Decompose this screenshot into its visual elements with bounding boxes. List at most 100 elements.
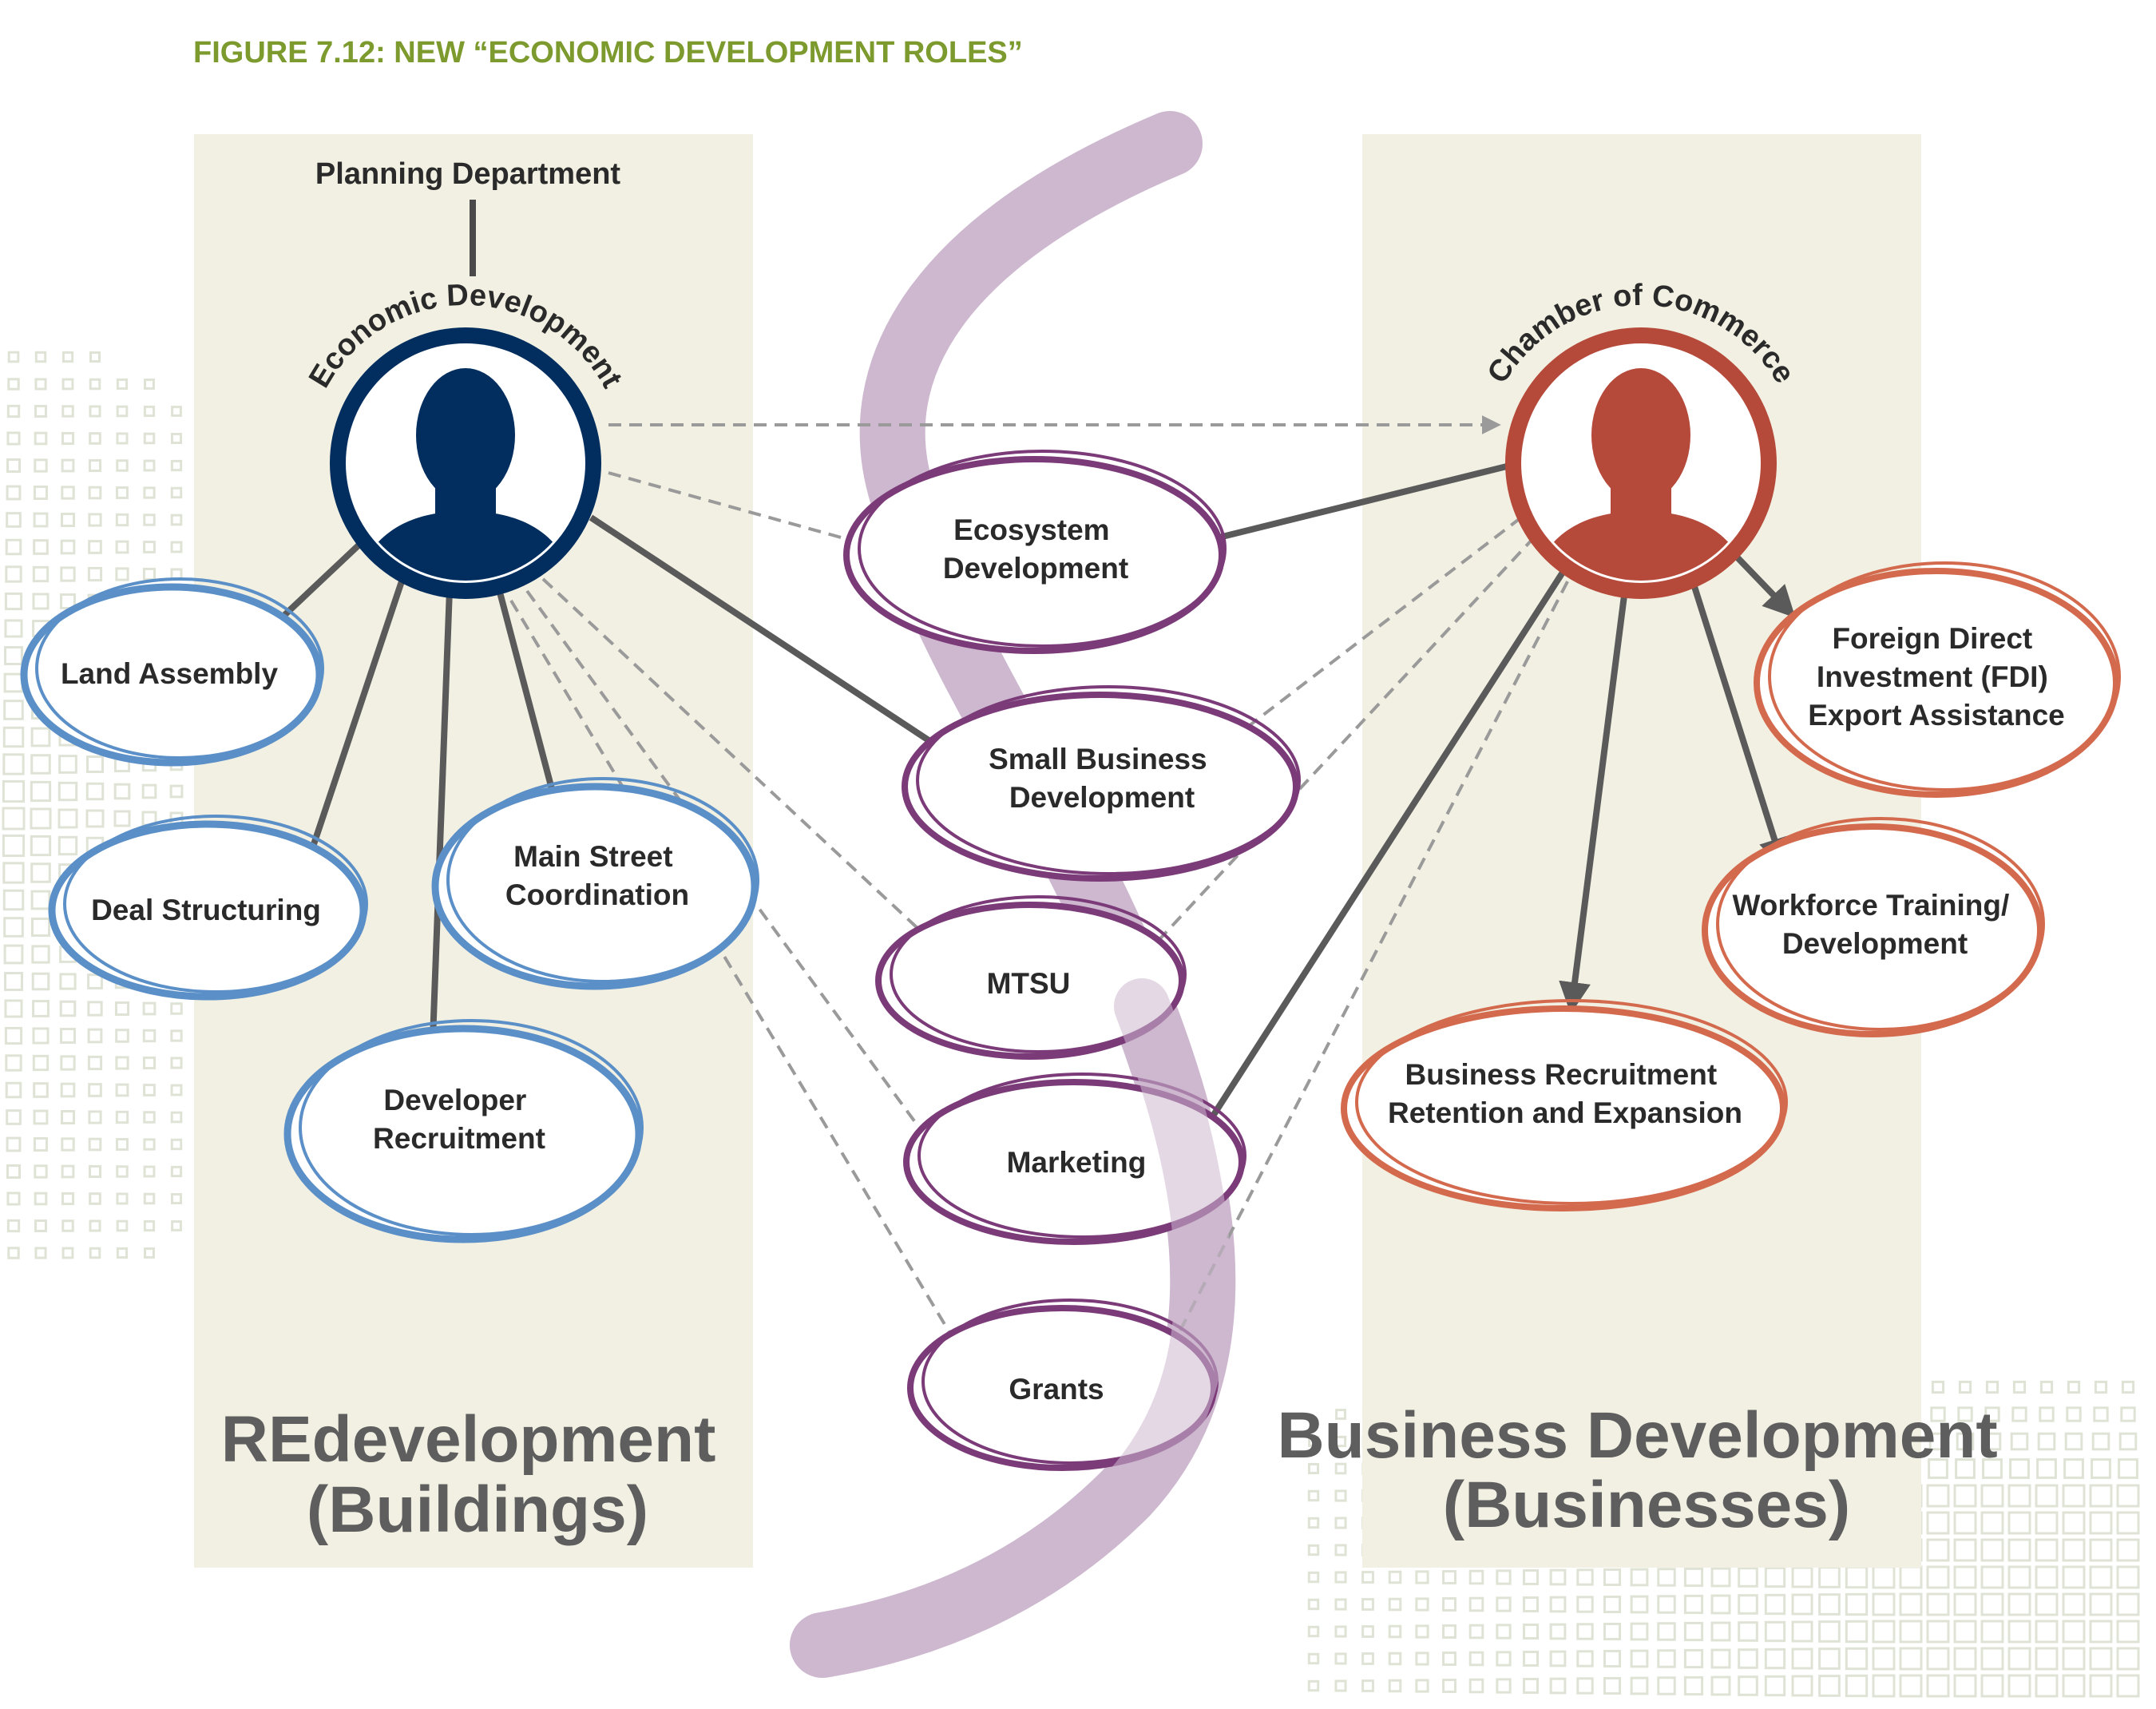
decorative-square xyxy=(1872,1565,1896,1589)
decorative-square xyxy=(1818,1566,1841,1588)
decorative-square xyxy=(60,566,76,582)
role-label-line: Recruitment xyxy=(373,1122,545,1155)
decorative-square xyxy=(1549,1596,1567,1613)
decorative-square xyxy=(30,890,51,910)
decorative-square xyxy=(1630,1676,1649,1695)
decorative-square xyxy=(6,1109,22,1125)
decorative-square xyxy=(1334,1489,1347,1502)
figure-title: FIGURE 7.12: NEW “ECONOMIC DEVELOPMENT R… xyxy=(193,36,1023,69)
decorative-square xyxy=(60,593,76,609)
decorative-square xyxy=(2093,1406,2109,1422)
decorative-square xyxy=(33,1136,49,1152)
decorative-square xyxy=(2062,1647,2086,1671)
role-small-business-development: Small Business Development xyxy=(902,685,1301,882)
decorative-square xyxy=(1710,1621,1731,1642)
decorative-square xyxy=(61,1192,75,1206)
decorative-square xyxy=(1983,1432,2002,1451)
decorative-square xyxy=(30,780,52,803)
decorative-square xyxy=(1361,1598,1374,1611)
decorative-square xyxy=(2007,1538,2031,1562)
decorative-square xyxy=(1926,1674,1950,1698)
divider-band-front xyxy=(1098,978,1231,1521)
decorative-square xyxy=(1630,1622,1649,1641)
decorative-square xyxy=(1738,1621,1758,1642)
decorative-square xyxy=(1926,1620,1950,1644)
decorative-square xyxy=(2116,1484,2140,1508)
decorative-square xyxy=(34,1164,48,1179)
decorative-square xyxy=(1657,1649,1676,1668)
decorative-square xyxy=(115,567,129,581)
decorative-square xyxy=(1308,1436,1319,1447)
decorative-square xyxy=(170,1084,183,1096)
decorative-square xyxy=(2089,1647,2113,1671)
decorative-square xyxy=(116,459,129,472)
decorative-square xyxy=(31,945,50,964)
decorative-square xyxy=(2,834,26,858)
decorative-square xyxy=(1956,1432,1975,1451)
decorative-square xyxy=(1791,1620,1813,1643)
decorative-square xyxy=(1899,1565,1923,1589)
role-label-line: Coordination xyxy=(505,878,689,911)
role-outline-loop xyxy=(1355,999,1788,1205)
decorative-square xyxy=(1738,1675,1758,1696)
role-ecosystem-development: Ecosystem Development xyxy=(843,450,1227,654)
decorative-square xyxy=(115,513,129,527)
decorative-square xyxy=(7,1247,20,1259)
decorative-square xyxy=(61,458,75,473)
decorative-square xyxy=(1307,1652,1320,1665)
role-mtsu: MTSU xyxy=(875,895,1187,1060)
right-column-caption: Business Development (Businesses) xyxy=(1277,1399,2015,1541)
decorative-square xyxy=(88,513,102,527)
decorative-square xyxy=(1791,1566,1813,1588)
decorative-square xyxy=(143,513,156,526)
decorative-square xyxy=(57,808,78,829)
decorative-square xyxy=(4,646,23,665)
role-label-line: Development xyxy=(943,552,1128,585)
decorative-square xyxy=(61,378,74,391)
decorative-square xyxy=(1468,1569,1484,1585)
decorative-square xyxy=(1953,1620,1977,1644)
role-outline-loop xyxy=(1716,817,2045,1031)
decorative-square xyxy=(1845,1592,1869,1616)
decorative-square xyxy=(87,1001,103,1017)
decorative-square xyxy=(89,1247,101,1259)
arrow-econ-to-deal-structuring xyxy=(298,575,406,877)
role-label-line: Export Assistance xyxy=(1808,699,2064,732)
role-foreign-direct-investment: Foreign Direct Investment (FDI) Export A… xyxy=(1754,561,2121,798)
decorative-square xyxy=(1953,1592,1977,1616)
decorative-square xyxy=(87,1055,103,1071)
role-label-line: Main Street xyxy=(513,840,672,873)
decorative-square xyxy=(1899,1647,1923,1671)
decorative-square xyxy=(143,1165,156,1178)
decorative-square xyxy=(2,779,26,803)
decorative-square xyxy=(142,1029,157,1043)
decorative-square xyxy=(1980,1620,2004,1644)
dashed-chamber-to-mtsu xyxy=(1116,535,1536,985)
decorative-square xyxy=(1415,1597,1429,1612)
decorative-square xyxy=(1523,1678,1539,1694)
decorative-square xyxy=(88,1137,102,1152)
decorative-square xyxy=(1845,1647,1869,1671)
decorative-square xyxy=(1953,1511,1977,1535)
decorative-square xyxy=(4,972,23,991)
decorative-square xyxy=(1926,1565,1950,1589)
decorative-square xyxy=(2037,1432,2056,1451)
decorative-square xyxy=(1926,1647,1950,1671)
decorative-square xyxy=(2118,1458,2138,1479)
decorative-square xyxy=(1764,1675,1786,1697)
decorative-square xyxy=(2035,1674,2059,1698)
decorative-square xyxy=(1683,1567,1704,1588)
role-outline-loop xyxy=(916,685,1301,875)
decorative-square xyxy=(2062,1511,2086,1535)
decorative-square xyxy=(1845,1620,1869,1644)
decorative-square xyxy=(60,1082,76,1098)
decorative-square xyxy=(115,1056,129,1070)
decorative-square xyxy=(1926,1538,1950,1562)
arrow-chamber-to-business-recruitment xyxy=(1559,589,1628,1014)
decorative-square xyxy=(1549,1568,1567,1586)
decorative-square xyxy=(30,835,52,857)
decorative-square xyxy=(61,405,74,418)
decorative-square xyxy=(1657,1595,1676,1614)
decorative-square xyxy=(61,431,75,446)
